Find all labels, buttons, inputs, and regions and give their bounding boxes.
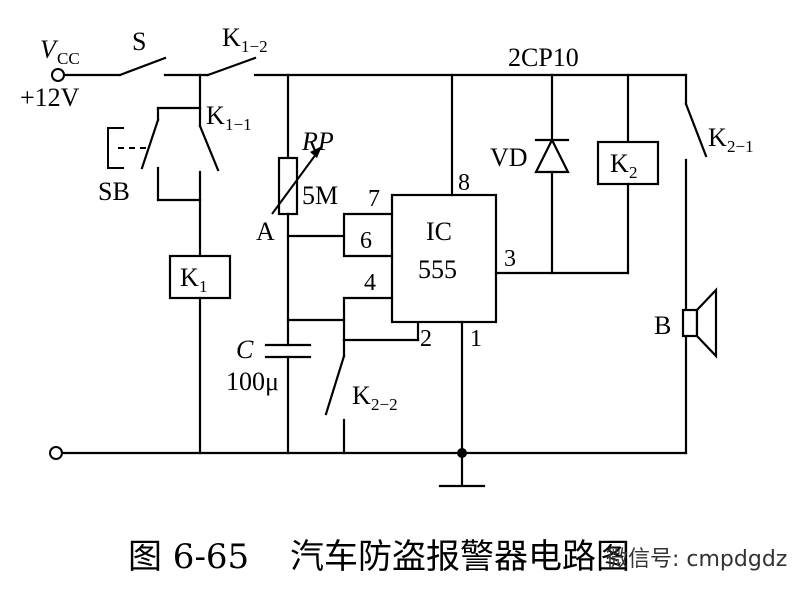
- k2-2-subscript: 2−2: [371, 395, 398, 414]
- k1-1-label: K: [206, 101, 225, 130]
- switch-k2-1: [684, 102, 708, 158]
- speaker-label: B: [654, 311, 671, 340]
- vcc-value: +12V: [20, 83, 80, 112]
- node-a-label: A: [256, 217, 275, 246]
- k1-2-subscript: 1−2: [241, 37, 268, 56]
- watermark-text: 微信号: cmpdgdz: [606, 547, 787, 572]
- k2-coil-subscript: 2: [629, 163, 638, 182]
- vcc-terminal: [51, 68, 65, 82]
- pin-1-label: 1: [470, 326, 482, 352]
- capacitor-value: 100μ: [226, 367, 279, 396]
- figure-number: 图 6-65: [128, 537, 249, 577]
- k1-1-subscript: 1−1: [225, 115, 252, 134]
- diode-part-label: 2CP10: [508, 43, 579, 72]
- figure-title: 汽车防盗报警器电路图: [290, 537, 630, 577]
- rp-label: RP: [301, 127, 334, 156]
- bottom-rail: [49, 446, 688, 488]
- ic-555: [342, 73, 630, 455]
- k1-coil-subscript: 1: [199, 277, 208, 296]
- ic-body: [390, 193, 498, 324]
- capacitor-label: C: [236, 335, 254, 364]
- vcc-subscript: CC: [57, 49, 80, 68]
- timing-branch: [264, 73, 420, 455]
- pin-8-label: 8: [458, 170, 470, 196]
- left-branch: [107, 73, 232, 455]
- k2-1-subscript: 2−1: [727, 137, 754, 156]
- switch-s: [118, 56, 167, 77]
- k2-coil-label: K: [610, 149, 629, 178]
- figure-caption: 图 6-65 汽车防盗报警器电路图 微信号: cmpdgdz: [128, 537, 787, 577]
- sb-button-head: [107, 127, 124, 169]
- vd-label: VD: [490, 143, 528, 172]
- pin-7-label: 7: [368, 186, 380, 212]
- pin-6-label: 6: [360, 228, 372, 254]
- alarm-branch: [681, 73, 718, 455]
- speaker-b: [681, 308, 699, 338]
- switch-k1-1: [198, 124, 220, 172]
- k1-2-label: K: [222, 23, 241, 52]
- sb-label: SB: [98, 177, 130, 206]
- k1-coil-label: K: [180, 263, 199, 292]
- output-branch: [534, 73, 660, 275]
- switch-k2-2: [324, 354, 346, 416]
- k2-1-label: K: [708, 123, 727, 152]
- labels: V CC +12V S K 1−2 K 1−1 SB K 1 RP 5M A C…: [20, 23, 754, 414]
- pin-3-label: 3: [504, 246, 516, 272]
- top-rail: [51, 56, 688, 82]
- switch-sb: [140, 118, 160, 170]
- ic-name: IC: [426, 217, 452, 246]
- pin-4-label: 4: [364, 270, 376, 296]
- vcc-label: V: [40, 35, 59, 64]
- k2-2-label: K: [352, 381, 371, 410]
- rp-value: 5M: [302, 181, 338, 210]
- ic-number: 555: [418, 255, 457, 284]
- switch-s-label: S: [132, 27, 146, 56]
- ground-terminal: [49, 446, 63, 460]
- potentiometer-rp: [277, 156, 299, 216]
- pin-2-label: 2: [420, 326, 432, 352]
- switch-k1-2: [206, 56, 257, 77]
